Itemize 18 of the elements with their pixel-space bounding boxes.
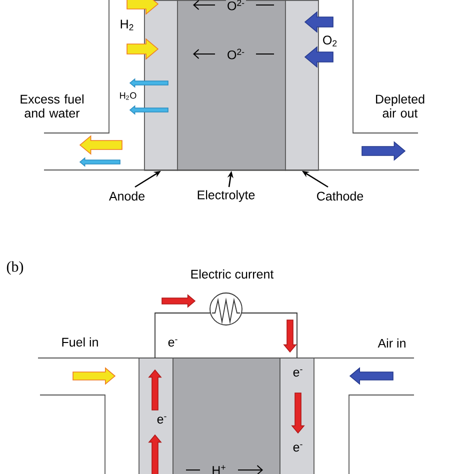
part-label: Cathode bbox=[317, 191, 364, 201]
gas-label: H$_{2}$ bbox=[118, 18, 136, 32]
flow-label: Fuel in bbox=[60, 336, 100, 348]
ion-label: O$^{2-}$ bbox=[226, 48, 246, 60]
part-label: Electrolyte bbox=[198, 190, 255, 202]
gas-label: O$_{2}$ bbox=[321, 34, 339, 48]
flow-label: Air in bbox=[376, 337, 408, 349]
ion-label: O$^{2-}$ bbox=[226, 0, 246, 12]
gas-label: H$_{2}$O bbox=[118, 91, 138, 101]
electron-label: e$^{-}$ bbox=[166, 338, 180, 348]
cathode-layer bbox=[285, 0, 319, 171]
flow-label: Depleted air out bbox=[376, 94, 424, 118]
panel-label: (b) bbox=[5, 260, 25, 276]
circuit-label: Electric current bbox=[189, 268, 275, 280]
anode-layer bbox=[144, 0, 178, 171]
part-label: Anode bbox=[108, 191, 145, 201]
flow-label: Excess fuel and water bbox=[20, 94, 84, 118]
electrolyte-layer bbox=[177, 0, 286, 171]
